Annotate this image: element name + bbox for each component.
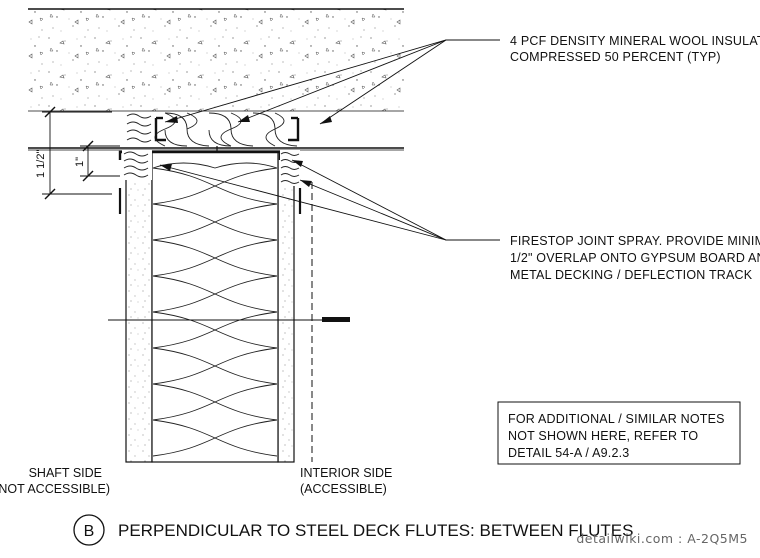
note-insulation: 4 PCF DENSITY MINERAL WOOL INSULATION CO…: [510, 34, 760, 64]
detail-title: PERPENDICULAR TO STEEL DECK FLUTES: BETW…: [118, 521, 633, 540]
watermark: detailwiki.com : A-2Q5M5: [576, 531, 748, 546]
reference-line-3: DETAIL 54-A / A9.2.3: [508, 446, 629, 460]
dim-label-1-1-2: 1 1/2": [35, 150, 47, 178]
note-firestop-line-2: 1/2" OVERLAP ONTO GYPSUM BOARD AND: [510, 251, 760, 265]
interior-side-label: INTERIOR SIDE (ACCESSIBLE): [300, 466, 392, 496]
wall-assembly: [118, 150, 313, 463]
dimension-strings: [42, 106, 120, 200]
detail-title-block: B PERPENDICULAR TO STEEL DECK FLUTES: BE…: [73, 514, 633, 546]
reference-line-2: NOT SHOWN HERE, REFER TO: [508, 429, 698, 443]
interior-side-line-2: (ACCESSIBLE): [300, 482, 387, 496]
metal-deck: [28, 147, 404, 151]
shaft-side-line-2: (NOT ACCESSIBLE): [0, 482, 110, 496]
flute-mineral-wool: [126, 112, 300, 147]
firestop-joint-right: [280, 150, 300, 186]
reference-line-1: FOR ADDITIONAL / SIMILAR NOTES: [508, 412, 725, 426]
shaft-side-label: SHAFT SIDE (NOT ACCESSIBLE): [0, 466, 110, 496]
note-insulation-line-2: COMPRESSED 50 PERCENT (TYP): [510, 50, 721, 64]
concrete-slab: [28, 8, 404, 112]
detail-id-circle: [73, 514, 105, 546]
firestop-joint-left: [122, 150, 152, 180]
dim-label-1: 1": [74, 157, 86, 167]
note-firestop-line-1: FIRESTOP JOINT SPRAY. PROVIDE MINIMUM: [510, 234, 760, 248]
shaft-side-line-1: SHAFT SIDE: [29, 466, 102, 480]
reference-note-box: FOR ADDITIONAL / SIMILAR NOTES NOT SHOWN…: [497, 401, 741, 465]
leader-arrowheads: [160, 115, 332, 187]
note-firestop: FIRESTOP JOINT SPRAY. PROVIDE MINIMUM 1/…: [510, 234, 760, 282]
interior-side-line-1: INTERIOR SIDE: [300, 466, 392, 480]
section-cut-line: [108, 317, 350, 322]
detail-id-letter: B: [84, 523, 95, 540]
deflection-track: [154, 116, 300, 157]
note-insulation-line-1: 4 PCF DENSITY MINERAL WOOL INSULATION: [510, 34, 760, 48]
cavity-insulation: [152, 162, 278, 457]
leader-lines: [159, 39, 500, 241]
note-firestop-line-3: METAL DECKING / DEFLECTION TRACK: [510, 268, 753, 282]
